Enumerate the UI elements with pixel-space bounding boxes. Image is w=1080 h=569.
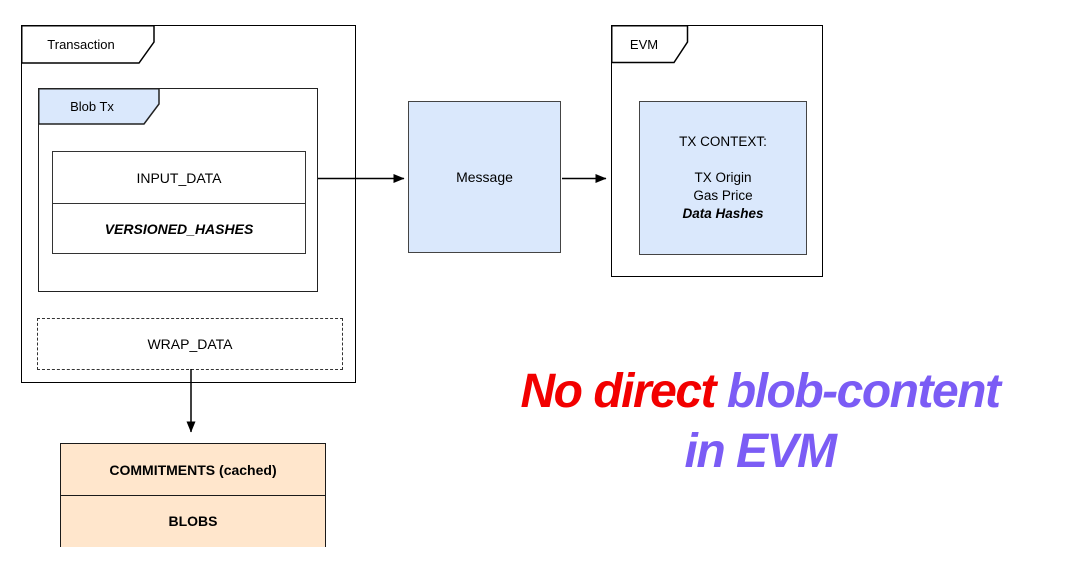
blob-tx-frame-label: Blob Tx (70, 99, 114, 114)
transaction-frame-label: Transaction (47, 37, 115, 52)
caption-line-2: in EVM (684, 425, 837, 478)
blobs-box: BLOBS (61, 495, 325, 547)
caption-line-1: No direct blob-content (440, 362, 1080, 422)
transaction-tab-shape (20, 24, 155, 64)
tx-context-line-data-hashes: Data Hashes (682, 206, 764, 221)
versioned-hashes-box: VERSIONED_HASHES (53, 203, 305, 254)
input-data-box: INPUT_DATA (136, 169, 222, 186)
message-box: Message (408, 101, 561, 253)
tx-context-line-gas-price: Gas Price (693, 188, 753, 203)
commitments-box: COMMITMENTS (cached) (61, 444, 325, 495)
caption: No direct blob-content in EVM (440, 362, 1080, 482)
tx-context-title: TX CONTEXT: (679, 134, 767, 149)
caption-red-text: No direct (520, 365, 717, 418)
wrap-data-box: WRAP_DATA (37, 318, 343, 370)
tx-context-box: TX CONTEXT: TX Origin Gas Price Data Has… (639, 101, 807, 255)
evm-tab-shape (610, 24, 688, 63)
tx-data-stack: INPUT_DATA VERSIONED_HASHES (52, 151, 306, 254)
evm-frame-label: EVM (629, 36, 659, 52)
blob-sidecar-stack: COMMITMENTS (cached) BLOBS (60, 443, 326, 547)
caption-purple-text: blob-content (726, 365, 1001, 418)
tx-context-line-origin: TX Origin (694, 170, 752, 185)
blob-tx-tab-shape (37, 87, 160, 125)
